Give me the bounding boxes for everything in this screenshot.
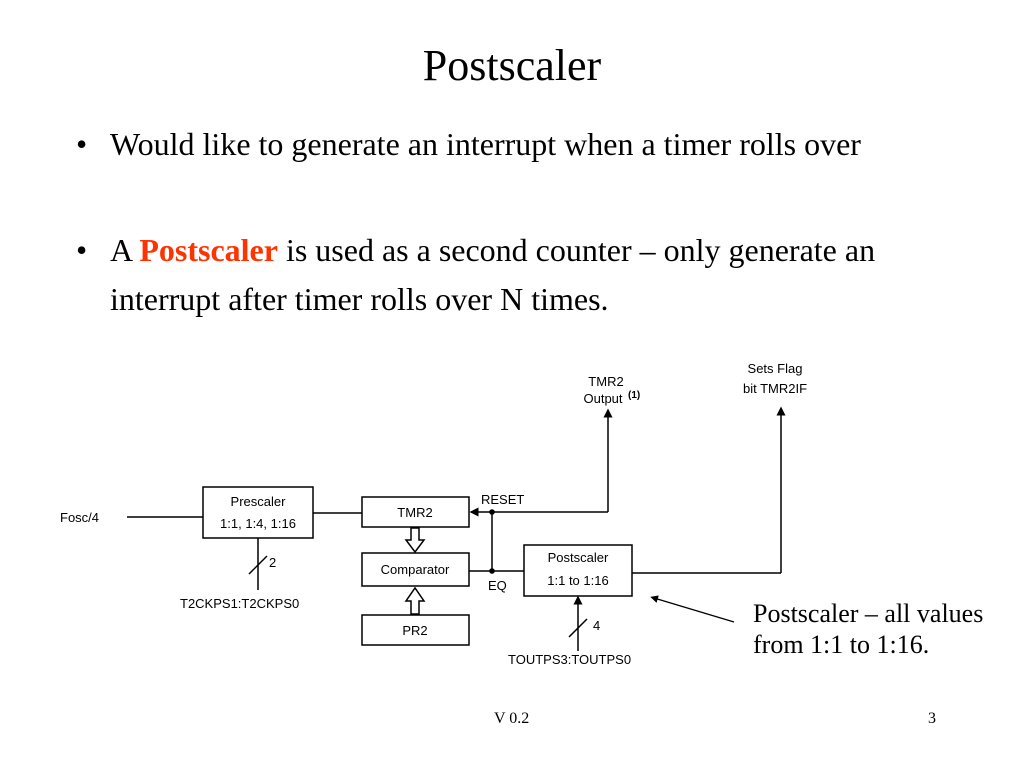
bullet-text-2-prefix: A: [110, 232, 140, 268]
tmr2-output-line1: TMR2: [588, 374, 623, 389]
comparator-box: [361, 552, 470, 587]
tmr2-label: TMR2: [397, 505, 432, 520]
pr2-to-comparator-arrow: [404, 586, 426, 615]
timer2-block-diagram: Fosc/4 Prescaler 1:1, 1:4, 1:16 2 T2CKPS…: [60, 361, 807, 667]
tmr2-to-comparator-arrow: [404, 527, 426, 554]
eq-junction-dot: [489, 568, 495, 574]
postscaler-callout-note: Postscaler – all values from 1:1 to 1:16…: [753, 599, 984, 659]
tmr2-output-line2: Output: [583, 391, 622, 406]
flag-line2: bit TMR2IF: [743, 381, 807, 396]
pr2-label: PR2: [402, 623, 427, 638]
postscaler-box: [523, 544, 633, 597]
slide-title: Postscaler: [422, 41, 602, 90]
reset-label: RESET: [481, 492, 524, 507]
prescaler-title: Prescaler: [231, 494, 287, 509]
pr2-box: [361, 614, 470, 646]
bullet-text-2-suffix: is used as a second counter – only gener…: [110, 232, 876, 317]
postscaler-highlight: Postscaler: [139, 232, 278, 268]
prescaler-bus-slash: [248, 555, 268, 575]
prescaler-bus-width: 2: [269, 555, 276, 570]
prescaler-box: [202, 486, 314, 539]
bullet-text-2: A Postscaler is used as a second counter…: [110, 226, 890, 324]
callout-pointer-arrow: [650, 595, 735, 623]
postscaler-ratios: 1:1 to 1:16: [547, 573, 608, 588]
bullet-text-1: Would like to generate an interrupt when…: [110, 126, 861, 162]
bullet-dot: •: [76, 232, 88, 268]
tmr2-box: [361, 496, 470, 528]
prescaler-ratios: 1:1, 1:4, 1:16: [220, 516, 296, 531]
comparator-label: Comparator: [381, 562, 450, 577]
eq-label: EQ: [488, 578, 507, 593]
reset-junction-dot: [489, 509, 495, 515]
flag-line1: Sets Flag: [748, 361, 803, 376]
slide-page-number: 3: [928, 710, 936, 727]
bullet-dot: •: [76, 126, 88, 162]
postscaler-title: Postscaler: [548, 550, 609, 565]
postscaler-bits-label: TOUTPS3:TOUTPS0: [508, 652, 631, 667]
postscaler-bus-width: 4: [593, 618, 600, 633]
postscaler-bus-slash: [568, 618, 588, 638]
fosc-label: Fosc/4: [60, 510, 99, 525]
slide-footer-version: V 0.2: [494, 710, 530, 727]
tmr2-output-footnote: (1): [628, 390, 640, 401]
prescaler-bits-label: T2CKPS1:T2CKPS0: [180, 596, 299, 611]
